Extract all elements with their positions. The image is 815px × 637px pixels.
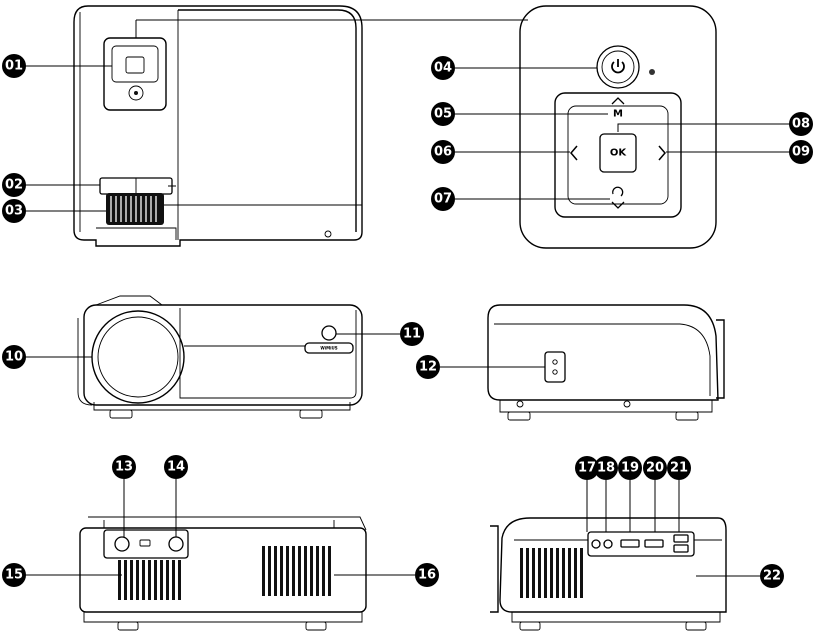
port-side-view [490, 517, 727, 631]
svg-text:10: 10 [5, 350, 23, 365]
callout-05: 05 [431, 102, 455, 126]
svg-text:04: 04 [434, 61, 452, 76]
ir-receiver [321, 325, 337, 341]
callout-12: 12 [416, 355, 440, 379]
svg-text:16: 16 [418, 568, 436, 583]
top-view [73, 5, 363, 247]
svg-text:22: 22 [763, 569, 781, 584]
back-icon [612, 186, 624, 197]
audio-port [603, 539, 613, 549]
callout-02: 02 [2, 173, 26, 197]
svg-text:06: 06 [434, 145, 452, 160]
svg-text:17: 17 [578, 461, 596, 476]
left-arrow-icon [570, 145, 578, 161]
side-vent [520, 548, 583, 598]
usb-port-1 [673, 534, 689, 543]
control-panel-zoom: OK M [519, 5, 717, 249]
callout-07: 07 [431, 187, 455, 211]
callout-10: 10 [2, 345, 26, 369]
callout-08: 08 [789, 112, 813, 136]
back-vent-left [118, 560, 181, 600]
svg-text:15: 15 [5, 568, 23, 583]
callout-03: 03 [2, 199, 26, 223]
av-port [591, 539, 601, 549]
callout-19: 19 [618, 456, 642, 480]
ok-button-label: OK [610, 148, 628, 159]
svg-text:20: 20 [646, 461, 664, 476]
callout-09: 09 [789, 140, 813, 164]
menu-button-label: M [613, 109, 623, 120]
svg-text:11: 11 [403, 327, 421, 342]
callout-04: 04 [431, 56, 455, 80]
up-arrow-icon [611, 97, 625, 105]
right-arrow-icon [658, 145, 666, 161]
callout-06: 06 [431, 140, 455, 164]
callout-01: 01 [2, 54, 26, 78]
down-arrow-icon [611, 201, 625, 209]
side-view [487, 304, 725, 421]
callout-17: 17 [575, 456, 599, 480]
front-view: WiMiUS [77, 295, 363, 419]
usb-port-2 [673, 544, 689, 553]
svg-text:18: 18 [597, 461, 615, 476]
callout-21: 21 [667, 456, 691, 480]
svg-text:03: 03 [5, 204, 23, 219]
callout-18: 18 [594, 456, 618, 480]
svg-text:08: 08 [792, 117, 810, 132]
callout-15: 15 [2, 563, 26, 587]
status-led [649, 69, 655, 75]
hdmi-port-2 [644, 539, 664, 548]
leader-lines [25, 65, 790, 577]
back-vent-right [262, 546, 331, 596]
power-icon [611, 59, 625, 74]
svg-text:02: 02 [5, 178, 23, 193]
svg-text:13: 13 [115, 460, 133, 475]
callout-13: 13 [112, 455, 136, 479]
callout-22: 22 [760, 564, 784, 588]
svg-text:19: 19 [621, 461, 639, 476]
svg-text:05: 05 [434, 107, 452, 122]
svg-text:01: 01 [5, 59, 23, 74]
svg-text:12: 12 [419, 360, 437, 375]
svg-text:14: 14 [167, 460, 185, 475]
callout-16: 16 [415, 563, 439, 587]
callout-20: 20 [643, 456, 667, 480]
brand-badge: WiMiUS [320, 346, 337, 351]
svg-text:09: 09 [792, 145, 810, 160]
svg-text:07: 07 [434, 192, 452, 207]
hdmi-port-1 [620, 539, 640, 548]
callouts: 01 02 03 04 05 06 07 08 09 10 11 12 13 1… [2, 54, 813, 588]
back-view [79, 516, 367, 631]
callout-14: 14 [164, 455, 188, 479]
svg-text:21: 21 [670, 461, 688, 476]
callout-11: 11 [400, 322, 424, 346]
